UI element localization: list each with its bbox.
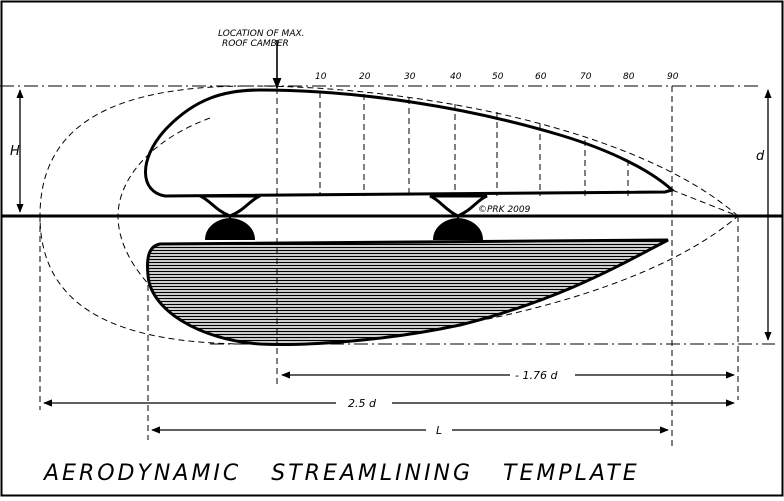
annotation-location-line1: LOCATION OF MAX. xyxy=(218,29,305,39)
station-label: 70 xyxy=(580,72,592,82)
station-label: 20 xyxy=(359,72,371,82)
annotation-location-line2: ROOF CAMBER xyxy=(222,39,289,49)
station-label: 80 xyxy=(623,72,635,82)
station-label: 30 xyxy=(404,72,416,82)
drawing-title: AERODYNAMIC STREAMLINING TEMPLATE xyxy=(42,461,640,486)
station-label: 90 xyxy=(667,72,679,82)
station-label: 60 xyxy=(535,72,547,82)
label-H: H xyxy=(10,144,20,159)
tail-extension xyxy=(671,189,739,217)
label-L: L xyxy=(436,424,442,437)
station-verticals xyxy=(319,86,673,196)
station-label: 10 xyxy=(315,72,327,82)
station-label: 50 xyxy=(492,72,504,82)
car-upper-body xyxy=(144,88,676,198)
rear-wheel-assembly xyxy=(429,194,488,240)
car-lower-mirror-hatched xyxy=(146,238,669,346)
label-176d: - 1.76 d xyxy=(515,369,558,382)
front-wheel-assembly xyxy=(199,194,261,240)
label-d: d xyxy=(756,149,765,164)
station-labels: 10 20 30 40 50 60 70 80 90 xyxy=(315,72,679,82)
label-25d: 2.5 d xyxy=(348,397,377,410)
copyright-mark: ©PRK 2009 xyxy=(478,205,531,215)
station-label: 40 xyxy=(450,72,462,82)
